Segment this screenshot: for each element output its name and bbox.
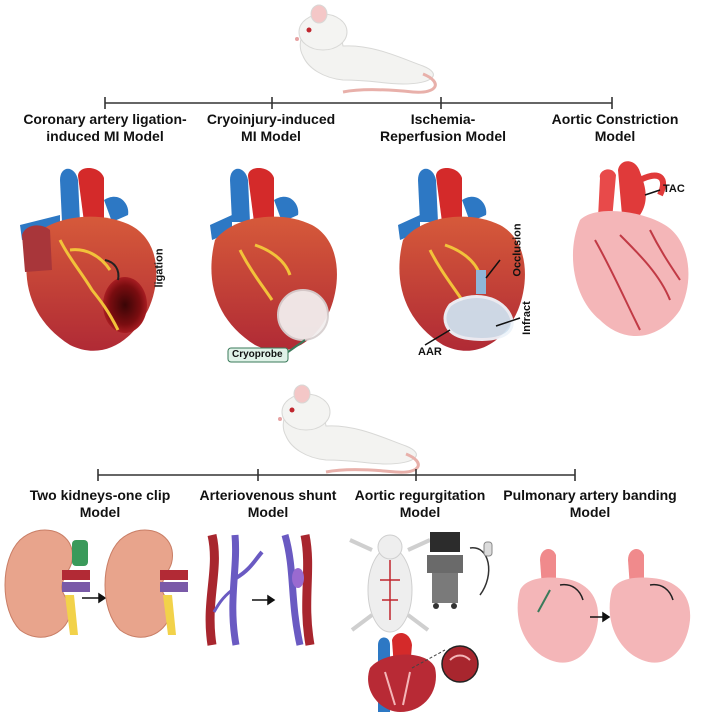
rat-supine-icon xyxy=(349,534,431,633)
heart-ischemia-reperfusion xyxy=(398,167,525,351)
model-label-av-shunt: Arteriovenous shunt Model xyxy=(188,487,348,521)
av-shunt-icon-1 xyxy=(205,533,264,646)
annotation-tac: TAC xyxy=(663,183,685,195)
arrow-icon-pab xyxy=(590,611,611,623)
model-label-line2: Model xyxy=(79,504,121,520)
model-label-line2: Model xyxy=(594,128,636,144)
rat-icon-bottom xyxy=(278,384,420,474)
kidney-icon-2 xyxy=(104,529,188,638)
annotation-aar: AAR xyxy=(418,346,442,358)
model-label-line2: Model xyxy=(247,504,289,520)
timeline-top xyxy=(104,97,613,109)
arrow-icon-shunt xyxy=(252,594,276,606)
model-label-line2: Reperfusion Model xyxy=(379,128,506,144)
model-label-line1: Pulmonary artery banding xyxy=(503,487,677,503)
heart-cryoinjury xyxy=(210,167,337,363)
heart-pab-1 xyxy=(517,548,599,663)
rat-icon-top xyxy=(295,4,437,94)
model-label-line1: Ischemia- xyxy=(410,111,476,127)
av-shunt-icon-2 xyxy=(281,534,315,646)
annotation-infract: Infract xyxy=(520,301,533,335)
model-label-ligation: Coronary artery ligation- induced MI Mod… xyxy=(20,111,190,145)
model-label-aortic-regurgitation: Aortic regurgitation Model xyxy=(340,487,500,521)
model-label-line1: Aortic regurgitation xyxy=(354,487,486,503)
annotation-ligation: ligation xyxy=(153,248,166,288)
model-label-aortic-constriction: Aortic Constriction Model xyxy=(540,111,690,145)
model-label-line2: Model xyxy=(399,504,441,520)
heart-ligation xyxy=(20,167,157,351)
model-label-line1: Cryoinjury-induced xyxy=(206,111,336,127)
model-label-cryoinjury: Cryoinjury-induced MI Model xyxy=(196,111,346,145)
arrow-icon-kidney xyxy=(82,592,107,604)
model-label-ischemia-reperfusion: Ischemia- Reperfusion Model xyxy=(368,111,518,145)
model-label-line2: MI Model xyxy=(241,128,301,144)
model-label-line1: Two kidneys-one clip xyxy=(29,487,171,503)
model-label-pulmonary-artery-banding: Pulmonary artery banding Model xyxy=(490,487,690,521)
model-label-line1: Aortic Constriction xyxy=(551,111,679,127)
heart-pab-2 xyxy=(609,548,691,663)
model-label-line1: Arteriovenous shunt xyxy=(199,487,337,503)
annotation-occlusion: Occlusion xyxy=(511,223,524,277)
timeline-bottom xyxy=(97,469,576,481)
model-label-line1: Coronary artery ligation- xyxy=(23,111,187,127)
heart-aortic-regurgitation xyxy=(368,633,479,712)
kidney-icon-1 xyxy=(4,529,90,638)
ultrasound-machine-icon xyxy=(427,532,493,609)
model-label-line2: induced MI Model xyxy=(46,128,164,144)
model-label-two-kidney-one-clip: Two kidneys-one clip Model xyxy=(20,487,180,521)
model-label-line2: Model xyxy=(569,504,611,520)
annotation-cryoprobe: Cryoprobe xyxy=(232,349,283,360)
heart-aortic-constriction xyxy=(572,161,689,337)
